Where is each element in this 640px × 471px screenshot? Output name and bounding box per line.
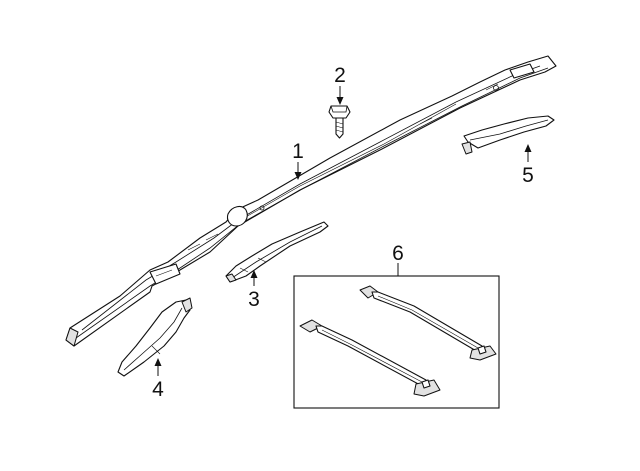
- part-3-rail-insert[interactable]: [225, 221, 329, 283]
- leader-3: [250, 270, 258, 286]
- leader-4: [154, 358, 162, 376]
- crossbar-upper: [359, 285, 497, 361]
- callout-5: 5: [522, 164, 534, 187]
- part-5-rear-cover[interactable]: [461, 115, 555, 155]
- callout-2: 2: [334, 64, 346, 87]
- leader-2: [336, 86, 344, 105]
- part-4-front-cover[interactable]: [117, 297, 193, 377]
- crossbar-lower: [299, 319, 441, 397]
- callout-4: 4: [152, 378, 164, 401]
- part-6-crossbar-kit[interactable]: [293, 275, 500, 409]
- leader-5: [524, 144, 532, 162]
- callout-3: 3: [248, 288, 260, 311]
- callout-1: 1: [292, 140, 304, 163]
- part-2-bolt[interactable]: [328, 105, 351, 139]
- kit-box-outline: [293, 275, 500, 409]
- callout-6: 6: [392, 242, 404, 265]
- part-1-roof-rail[interactable]: [65, 55, 557, 347]
- leader-1: [294, 162, 302, 180]
